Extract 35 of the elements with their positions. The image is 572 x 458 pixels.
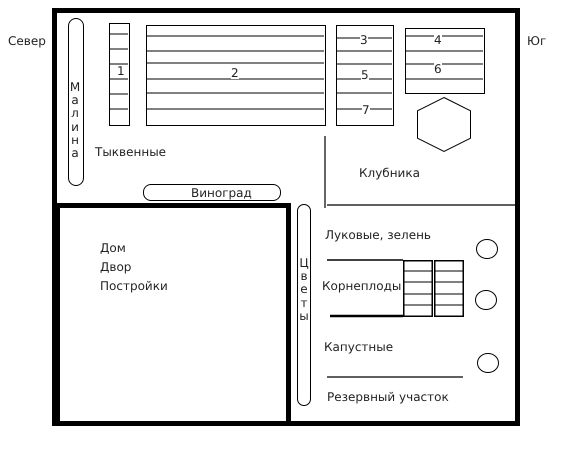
garden-bed: [403, 260, 433, 317]
bed-number: 4: [434, 34, 442, 46]
zone-label: Луковые, зелень: [325, 229, 432, 241]
zone-label: Клубника: [359, 167, 420, 179]
plot-boundary: [52, 8, 520, 426]
garden-bed: [405, 28, 485, 94]
zone-label: Резервный участок: [327, 391, 449, 403]
bed-number: 2: [231, 67, 239, 79]
zone-label: Корнеплоды: [322, 280, 402, 292]
flower-row: [297, 204, 311, 406]
area-label: Двор: [100, 261, 132, 273]
zone-label: Тыквенные: [95, 146, 166, 158]
bed-number: 3: [360, 34, 368, 46]
row-label: Виноград: [191, 187, 252, 199]
round-bed: [476, 239, 498, 259]
round-bed: [475, 290, 497, 310]
bed-number: 6: [434, 63, 442, 75]
zone-label: Капустные: [324, 341, 394, 353]
garden-bed: [336, 25, 394, 126]
grape-row: [143, 184, 281, 201]
garden-bed: [434, 260, 464, 317]
row-label: Малина: [69, 81, 81, 160]
row-label: Цветы: [298, 257, 310, 323]
raspberry-row: [68, 18, 84, 186]
area-label: Дом: [100, 242, 126, 254]
compass-label: Юг: [527, 35, 546, 47]
compass-label: Север: [8, 35, 46, 47]
garden-bed: [109, 23, 130, 126]
round-bed: [477, 353, 499, 373]
garden-bed: [146, 25, 326, 126]
bed-number: 1: [117, 65, 125, 77]
area-label: Постройки: [100, 280, 168, 292]
bed-number: 5: [361, 69, 369, 81]
bed-number: 7: [362, 104, 370, 116]
hexagon-bed: [417, 97, 471, 152]
